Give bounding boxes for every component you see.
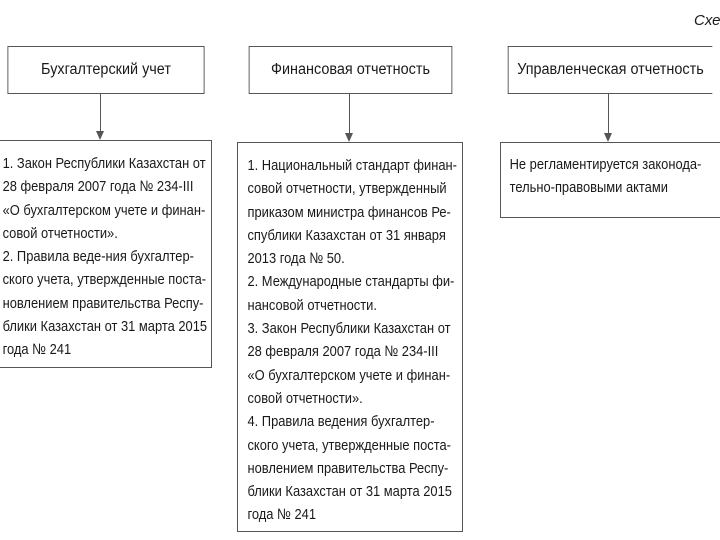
text-line: совой отчетности, утвержденный <box>247 180 447 198</box>
financial-reporting-regulations-box: 1. Национальный стандарт финан- совой от… <box>237 142 463 532</box>
text-line: совой отчетности». <box>247 389 363 407</box>
text-line: 2013 года № 50. <box>247 250 345 268</box>
text-line: ского учета, утвержденные поста- <box>2 271 207 289</box>
accounting-regulations-box: 1. Закон Республики Казахстан от 28 февр… <box>0 140 212 368</box>
text-line: тельно-правовыми актами <box>509 179 668 197</box>
arrow-down-icon <box>345 133 353 142</box>
header-management-reporting-label: Управленческая отчетность <box>517 61 704 78</box>
management-reporting-regulations-text: Не регламентируется законода- тельно-пра… <box>501 143 720 200</box>
header-accounting: Бухгалтерский учет <box>7 46 205 94</box>
connector-line-financial <box>349 94 350 134</box>
connector-line-management <box>608 94 609 134</box>
text-line: новлением правительства Респу- <box>247 459 449 477</box>
text-line: 3. Закон Республики Казахстан от <box>247 320 451 338</box>
accounting-regulations-text: 1. Закон Республики Казахстан от 28 февр… <box>0 141 211 362</box>
header-financial-reporting-label: Финансовая отчетность <box>271 61 430 78</box>
header-accounting-label: Бухгалтерский учет <box>41 61 171 78</box>
text-line: года № 241 <box>247 506 317 524</box>
header-management-reporting: Управленческая отчетность <box>507 46 713 94</box>
text-line: совой отчетности». <box>2 224 118 242</box>
financial-reporting-regulations-text: 1. Национальный стандарт финан- совой от… <box>238 143 462 527</box>
arrow-down-icon <box>96 131 104 140</box>
arrow-down-icon <box>604 133 612 142</box>
management-reporting-regulations-box: Не регламентируется законода- тельно-пра… <box>500 142 720 218</box>
text-line: 1. Национальный стандарт финан- <box>247 157 457 174</box>
text-line: блики Казахстан от 31 марта 2015 <box>2 318 208 336</box>
scheme-label: Схе <box>694 12 720 29</box>
text-line: нансовой отчетности. <box>247 296 377 314</box>
text-line: «О бухгалтерском учете и финан- <box>2 201 206 219</box>
text-line: года № 241 <box>2 341 72 359</box>
text-line: новлением правительства Респу- <box>2 294 204 312</box>
text-line: приказом министра финансов Ре- <box>247 203 451 221</box>
text-line: 1. Закон Республики Казахстан от <box>2 155 206 172</box>
text-line: ского учета, утвержденные поста- <box>247 436 451 454</box>
text-line: 28 февраля 2007 года № 234-III <box>2 178 194 196</box>
text-line: 28 февраля 2007 года № 234-III <box>247 343 439 361</box>
header-financial-reporting: Финансовая отчетность <box>248 46 453 94</box>
text-line: Не регламентируется законода- <box>509 156 702 173</box>
text-line: спублики Казахстан от 31 января <box>247 226 446 244</box>
connector-line-accounting <box>100 94 101 132</box>
text-line: блики Казахстан от 31 марта 2015 <box>247 483 452 501</box>
text-line: «О бухгалтерском учете и финан- <box>247 366 451 384</box>
text-line: 4. Правила ведения бухгалтер- <box>247 413 435 431</box>
text-line: 2. Международные стандарты фи- <box>247 273 455 291</box>
text-line: 2. Правила веде-ния бухгалтер- <box>2 248 194 266</box>
